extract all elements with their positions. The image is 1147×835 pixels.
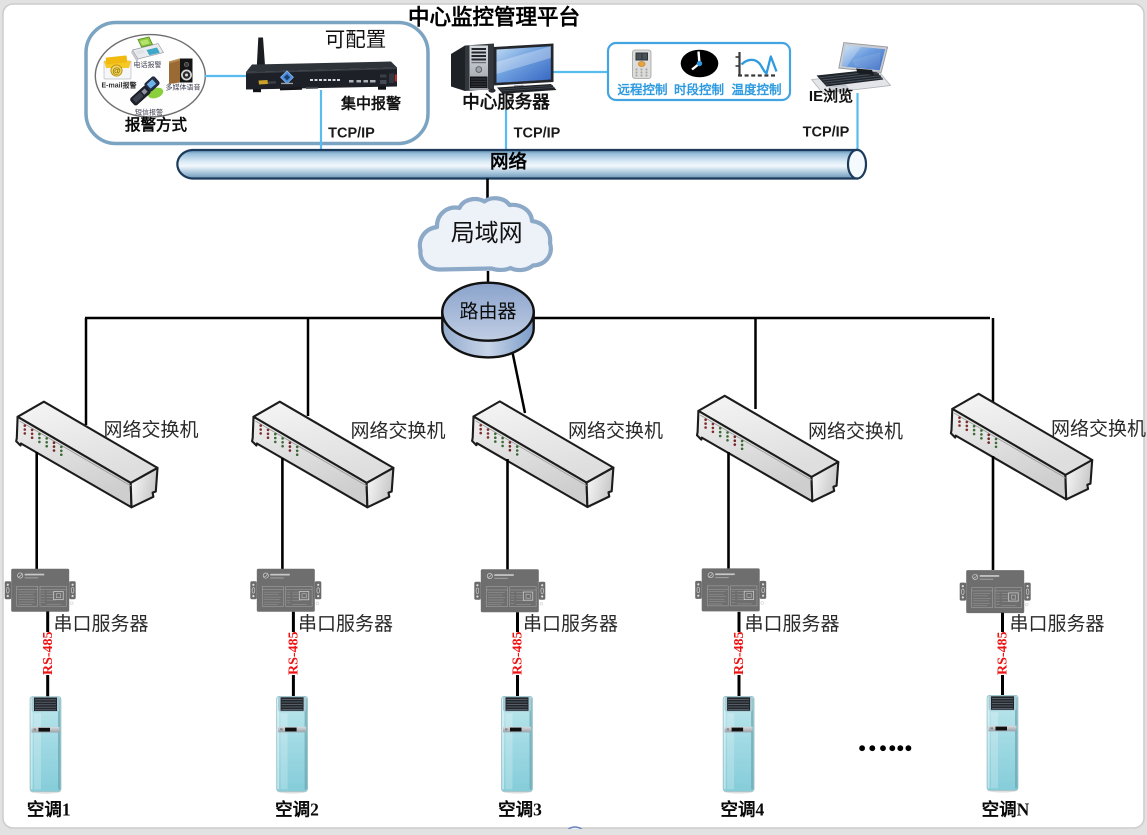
svg-text:多媒体语音: 多媒体语音 bbox=[166, 83, 201, 92]
svg-text:可配置: 可配置 bbox=[325, 30, 387, 52]
svg-text:RS-485: RS-485 bbox=[287, 631, 302, 675]
svg-text:局域网: 局域网 bbox=[451, 220, 523, 247]
svg-text:RS-485: RS-485 bbox=[41, 631, 56, 675]
svg-text:串口服务器: 串口服务器 bbox=[745, 613, 840, 635]
svg-text:串口服务器: 串口服务器 bbox=[298, 613, 393, 635]
svg-text:网络交换机: 网络交换机 bbox=[104, 419, 199, 441]
svg-text:集中报警: 集中报警 bbox=[340, 95, 401, 113]
svg-text:报警方式: 报警方式 bbox=[125, 115, 188, 134]
svg-text:空调4: 空调4 bbox=[721, 800, 765, 820]
svg-text:短信报警: 短信报警 bbox=[135, 108, 163, 117]
svg-text:网络交换机: 网络交换机 bbox=[808, 421, 903, 443]
svg-text:电话报警: 电话报警 bbox=[134, 60, 162, 69]
svg-text:时段控制: 时段控制 bbox=[674, 82, 724, 97]
svg-text:路由器: 路由器 bbox=[459, 301, 516, 323]
svg-text:中心服务器: 中心服务器 bbox=[462, 92, 550, 112]
svg-text:串口服务器: 串口服务器 bbox=[1010, 613, 1105, 635]
svg-text:空调2: 空调2 bbox=[275, 800, 319, 820]
svg-text:温度控制: 温度控制 bbox=[731, 82, 781, 97]
svg-text:中心监控管理平台: 中心监控管理平台 bbox=[408, 5, 580, 30]
svg-text:空调1: 空调1 bbox=[27, 800, 71, 820]
svg-text:TCP/IP: TCP/IP bbox=[803, 125, 850, 141]
svg-text:空调N: 空调N bbox=[982, 800, 1030, 820]
svg-text:E-mail报警: E-mail报警 bbox=[101, 81, 136, 90]
svg-text:TCP/IP: TCP/IP bbox=[514, 126, 561, 142]
svg-text:远程控制: 远程控制 bbox=[617, 82, 667, 97]
svg-text:网络: 网络 bbox=[490, 151, 528, 172]
svg-text:串口服务器: 串口服务器 bbox=[523, 613, 618, 635]
svg-text:网络交换机: 网络交换机 bbox=[568, 420, 663, 442]
svg-text:RS-485: RS-485 bbox=[511, 631, 526, 675]
svg-text:网络交换机: 网络交换机 bbox=[351, 420, 446, 442]
svg-text:RS-485: RS-485 bbox=[996, 631, 1011, 675]
svg-text:RS-485: RS-485 bbox=[732, 631, 747, 675]
svg-text:TCP/IP: TCP/IP bbox=[328, 126, 375, 142]
svg-text:@: @ bbox=[112, 66, 120, 76]
svg-text:网络交换机: 网络交换机 bbox=[1051, 418, 1146, 440]
svg-text:IE浏览: IE浏览 bbox=[809, 87, 853, 105]
svg-text:串口服务器: 串口服务器 bbox=[54, 613, 149, 635]
svg-text:空调3: 空调3 bbox=[498, 800, 542, 820]
